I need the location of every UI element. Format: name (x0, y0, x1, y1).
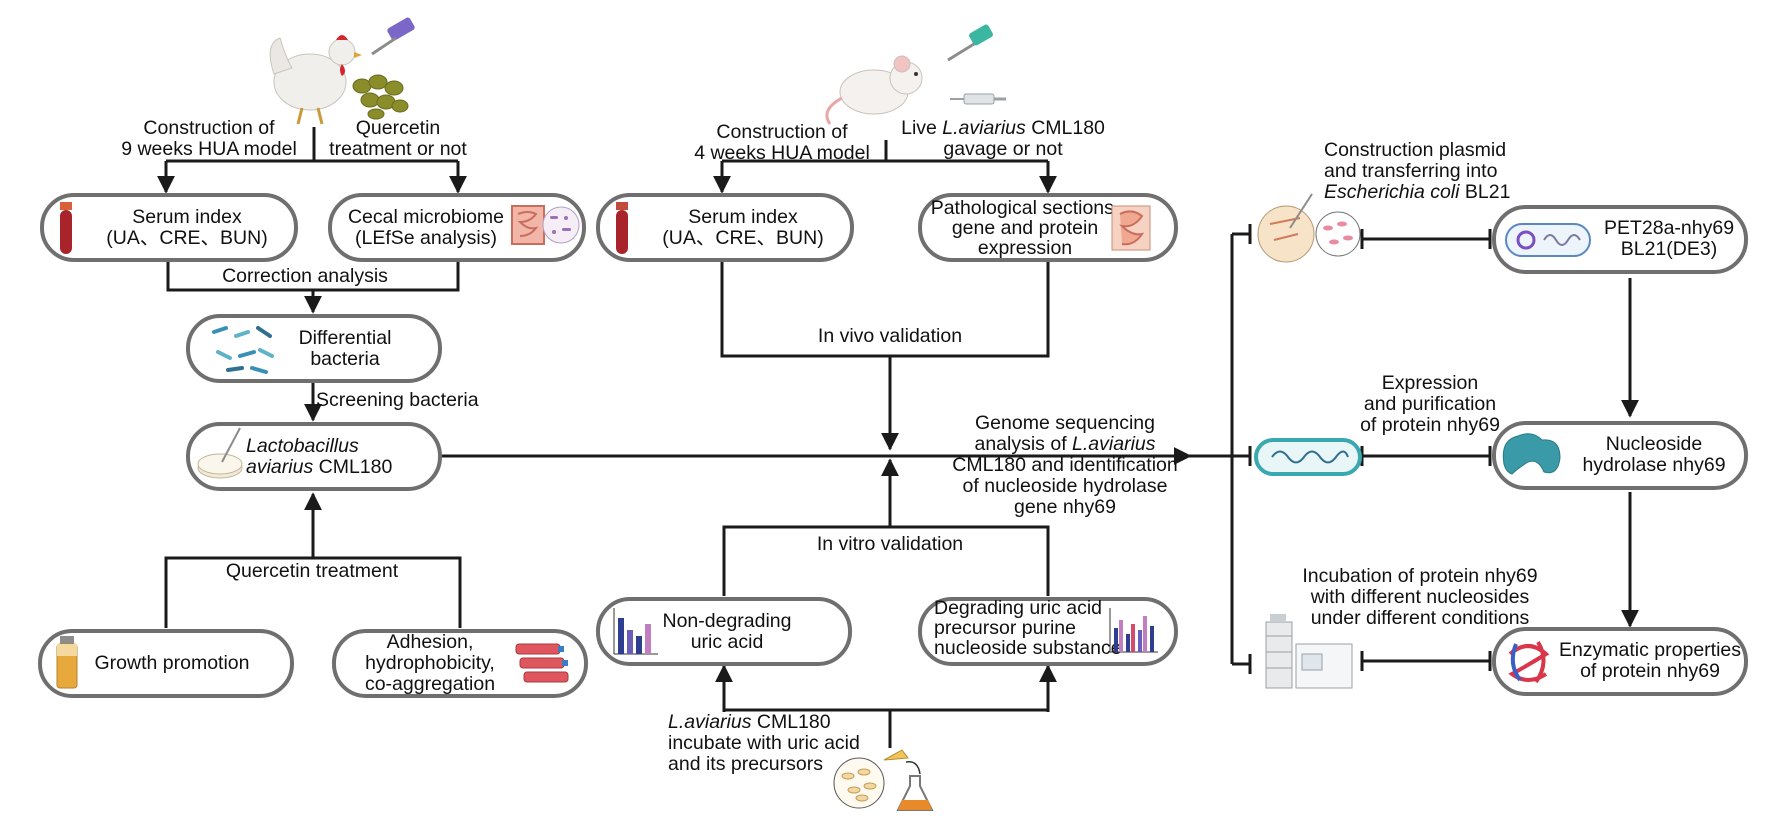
ecoli-line: Escherichia coli BL21 (1324, 182, 1564, 203)
syringe-icon (947, 24, 993, 62)
bacteria-icon (542, 206, 580, 244)
in-vivo-validation-label: In vivo validation (817, 325, 963, 347)
incubate-label: L.aviarius CML180 incubate with uric aci… (668, 712, 888, 775)
differential-bacteria-text: Differential bacteria (298, 327, 392, 370)
pet28a-text: PET28a-nhy69 BL21(DE3) (1603, 217, 1735, 260)
petri-dish-icon (197, 427, 243, 479)
right-bracket-connector (1230, 232, 1250, 666)
degrading-text: Degrading uric acid precursor purine nuc… (934, 597, 1122, 659)
hplc-instrument-icon (1265, 614, 1353, 689)
in-vitro-merge-connector (722, 460, 1050, 596)
growth-bottle-icon (56, 636, 78, 689)
lactobacillus-text: Lactobacillus aviarius CML180 (246, 436, 426, 478)
mouse-split-connector (722, 140, 1048, 163)
incubate-species: L.aviarius (668, 711, 752, 733)
hen-split-connector (166, 127, 458, 163)
expression-link (1360, 446, 1492, 466)
intestine-icon (1111, 205, 1151, 251)
live-suffix: CML180 gavage or not (943, 117, 1105, 160)
live-species: L.aviarius (942, 117, 1026, 139)
culture-flasks-icon (515, 643, 569, 683)
genome-line2-prefix: analysis of (974, 433, 1067, 455)
construction-plasmid-label: Construction plasmid and transferring in… (1324, 140, 1564, 203)
construction-plasmid-text: Construction plasmid and transferring in… (1324, 139, 1507, 182)
syringe-icon (950, 93, 1006, 105)
correction-merge-connector (166, 262, 460, 312)
lactobacillus-strain-label: CML180 (318, 456, 393, 478)
expression-purification-label: Expression and purification of protein n… (1360, 372, 1500, 436)
syringe-icon (371, 17, 415, 56)
live-prefix: Live (901, 117, 937, 139)
mouse-construction-label: Construction of 4 weeks HUA model (694, 121, 870, 164)
in-vivo-merge-connector (720, 262, 1050, 449)
bacteria-icon (212, 326, 274, 374)
growth-promotion-node (38, 629, 294, 698)
incubation-protein-label: Incubation of protein nhy69 with differe… (1302, 565, 1538, 629)
adhesion-text: Adhesion, hydrophobicity, co-aggregation (364, 631, 496, 695)
genome-line2-species: L.aviarius (1072, 433, 1156, 455)
intestine-icon (511, 205, 545, 245)
ecoli-species: Escherichia coli (1324, 181, 1460, 203)
non-degrading-text: Non-degrading uric acid (662, 610, 792, 653)
plasmid-link (1360, 229, 1492, 249)
blood-tube-icon (616, 202, 628, 254)
bacteria-icon (833, 757, 885, 809)
genome-line2: analysis of L.aviarius (940, 434, 1190, 455)
serum-index-node-left (40, 193, 298, 262)
genome-line1: Genome sequencing (975, 412, 1155, 434)
quercetin-or-not-label: Quercetin treatment or not (329, 117, 467, 160)
mouse-icon (825, 55, 923, 125)
protein-icon (1502, 433, 1561, 475)
nucleoside-hydrolase-text: Nucleoside hydrolase nhy69 (1582, 433, 1726, 476)
quercetin-pellets-icon (352, 74, 409, 120)
hen-icon (269, 35, 362, 125)
pathological-text: Pathological sections, gene and protein … (930, 197, 1120, 259)
genome-sequencing-label: Genome sequencing analysis of L.aviarius… (940, 413, 1190, 518)
in-vitro-validation-label: In vitro validation (816, 533, 964, 555)
enzymatic-properties-text: Enzymatic properties of protein nhy69 (1558, 639, 1742, 682)
bacterium-cell-icon (1254, 438, 1362, 476)
serum-index-text-mid: Serum index (UA、CRE、BUN) (662, 206, 824, 249)
lactobacillus-species-label: Lactobacillus aviarius (246, 435, 359, 478)
ecoli-strain: BL21 (1464, 181, 1511, 203)
bar-chart-icon (613, 608, 658, 655)
hen-construction-label: Construction of 9 weeks HUA model (121, 117, 297, 160)
quercetin-treatment-connector (164, 494, 462, 628)
correction-analysis-label: Correction analysis (222, 265, 388, 287)
petri-dish-icon (1257, 193, 1361, 263)
serum-index-text-left: Serum index (UA、CRE、BUN) (106, 206, 268, 249)
quercetin-treatment-label: Quercetin treatment (225, 560, 399, 582)
flask-icon (883, 749, 934, 811)
incubation-link (1360, 651, 1492, 671)
screening-bacteria-label: Screening bacteria (316, 389, 479, 411)
protein-icon (1508, 640, 1550, 684)
incubate-text: CML180 incubate with uric acid and its p… (668, 711, 860, 775)
lactobacillus-node (186, 422, 442, 491)
serum-index-node-mid (596, 193, 854, 262)
genome-rest: CML180 and identification of nucleoside … (952, 454, 1178, 518)
blood-tube-icon (60, 202, 72, 254)
live-gavage-label: Live L.aviarius CML180 gavage or not (888, 118, 1118, 160)
growth-promotion-text: Growth promotion (94, 652, 250, 674)
cecal-microbiome-text: Cecal microbiome (LEfSe analysis) (347, 206, 505, 249)
plasmid-icon (1505, 223, 1591, 257)
bar-chart-icon (1109, 608, 1158, 653)
